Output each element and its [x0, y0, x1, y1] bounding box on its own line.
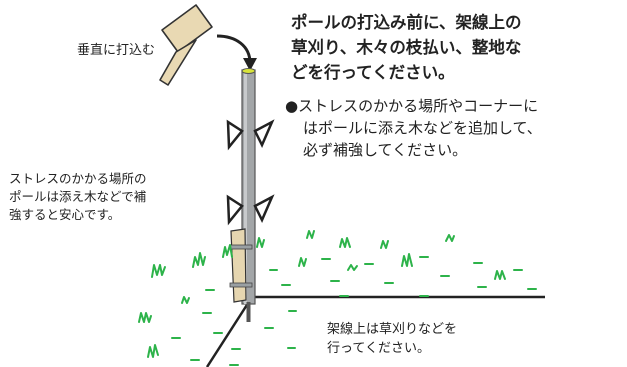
insulator-lower: [226, 194, 275, 226]
arrow-icon: [216, 34, 257, 71]
bullet-note: ●ストレスのかかる場所やコーナーに はポールに添え木などを追加して、 必ず補強し…: [285, 95, 542, 161]
ground-lines: [205, 295, 545, 367]
main-note: ポールの打込み前に、架線上の 草刈り、木々の枝払い、整地な どを行ってください。: [291, 10, 522, 85]
side-note-line: ストレスのかかる場所の: [9, 171, 147, 186]
bullet-note-line: ●ストレスのかかる場所やコーナーに: [285, 97, 539, 115]
main-note-line: どを行ってください。: [291, 63, 455, 82]
grass-tufts: [138, 230, 506, 358]
grass-dashes: [171, 256, 537, 366]
side-note: ストレスのかかる場所の ポールは添え木などで補 強すると安心です。: [9, 170, 147, 224]
bullet-note-line: はポールに添え木などを追加して、: [303, 119, 542, 137]
ground-note-line: 行ってください。: [327, 341, 430, 356]
ground-note-line: 架線上は草刈りなどを: [327, 322, 458, 337]
splint: [229, 228, 253, 303]
ground-note: 架線上は草刈りなどを 行ってください。: [327, 320, 457, 358]
side-note-line: 強すると安心です。: [9, 207, 121, 222]
hammer-label: 垂直に打込む: [77, 43, 156, 58]
insulator-upper: [226, 119, 275, 151]
main-note-line: ポールの打込み前に、架線上の: [291, 13, 522, 32]
side-note-line: ポールは添え木などで補: [9, 189, 147, 204]
hammer-icon: [159, 4, 213, 86]
main-note-line: 草刈り、木々の枝払い、整地な: [291, 38, 522, 57]
bullet-note-line: 必ず補強してください。: [303, 141, 468, 159]
